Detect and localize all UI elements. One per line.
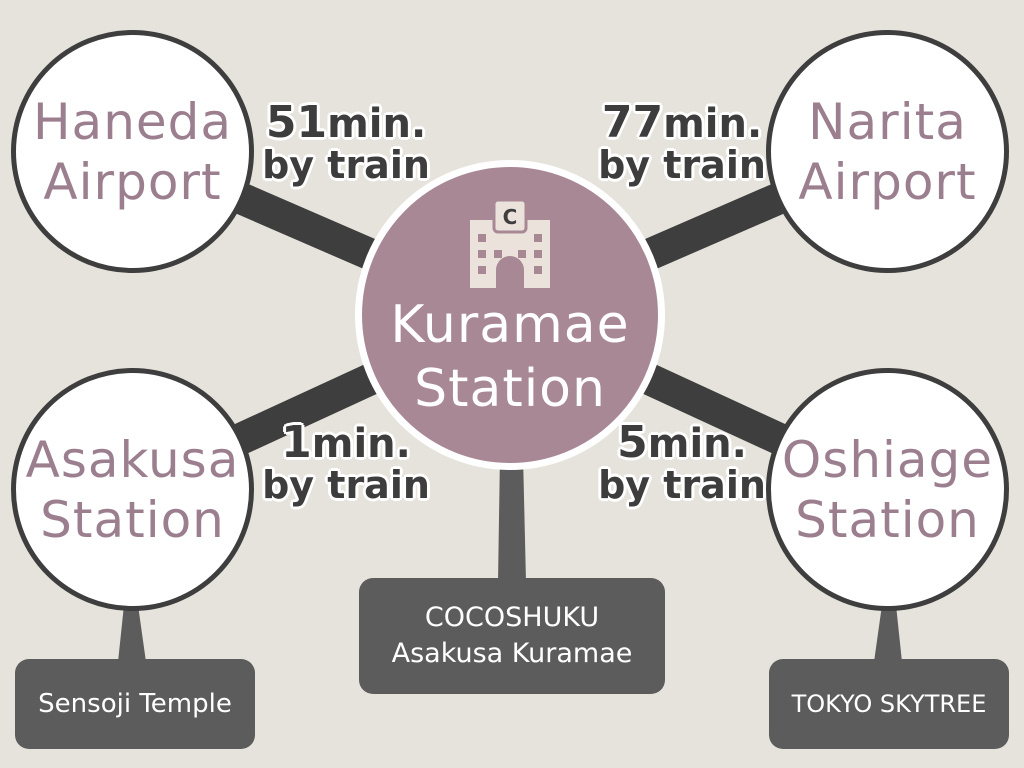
route-mode: by train [262, 143, 430, 188]
node-label-line2: Airport [43, 152, 222, 211]
node-asakusa-station: Asakusa Station [11, 368, 254, 611]
route-label-asakusa: 1min. by train [254, 417, 438, 508]
pointer-main [498, 455, 526, 582]
node-label-line1: Oshiage [781, 430, 994, 489]
node-label-line2: Station [795, 490, 980, 549]
node-oshiage-station: Oshiage Station [766, 368, 1009, 611]
callout-text: Sensoji Temple [38, 689, 232, 719]
route-mode: by train [598, 463, 766, 508]
callout-text: TOKYO SKYTREE [791, 690, 987, 718]
route-unit: min. [327, 101, 427, 147]
hotel-building-icon: C [470, 200, 550, 288]
pointer-sensoji [118, 605, 146, 662]
route-time: 51min. [254, 97, 438, 148]
route-minutes: 77 [601, 97, 664, 148]
route-label-narita: 77min. by train [590, 97, 774, 188]
hotel-sign-letter: C [503, 205, 518, 229]
node-label-line1: Haneda [32, 92, 233, 151]
route-minutes: 5 [617, 417, 648, 468]
pointer-skytree [874, 605, 902, 662]
callout-line1: COCOSHUKU [424, 601, 600, 633]
node-label-line1: Asakusa [25, 430, 240, 489]
route-mode: by train [262, 463, 430, 508]
center-label-line1: Kuramae [390, 295, 630, 355]
callout-line2: Asakusa Kuramae [391, 638, 633, 669]
route-label-haneda: 51min. by train [254, 97, 438, 188]
route-time: 1min. [254, 417, 438, 468]
node-label-line2: Station [40, 490, 225, 549]
route-label-oshiage: 5min. by train [590, 417, 774, 508]
center-label-line2: Station [414, 359, 606, 419]
route-minutes: 51 [265, 97, 328, 148]
route-unit: min. [663, 101, 763, 147]
route-mode: by train [598, 143, 766, 188]
node-narita-airport: Narita Airport [766, 30, 1009, 273]
callout-tokyo-skytree: TOKYO SKYTREE [769, 659, 1009, 749]
callout-cocoshuku: COCOSHUKU Asakusa Kuramae [359, 578, 665, 694]
route-time: 5min. [590, 417, 774, 468]
route-time: 77min. [590, 97, 774, 148]
route-minutes: 1 [281, 417, 312, 468]
route-unit: min. [647, 421, 747, 467]
center-node-kuramae-station: C Kuramae Station [355, 160, 665, 470]
node-label-line1: Narita [808, 92, 967, 151]
node-label-line2: Airport [798, 152, 977, 211]
node-haneda-airport: Haneda Airport [11, 30, 254, 273]
route-unit: min. [311, 421, 411, 467]
callout-sensoji-temple: Sensoji Temple [15, 659, 255, 749]
